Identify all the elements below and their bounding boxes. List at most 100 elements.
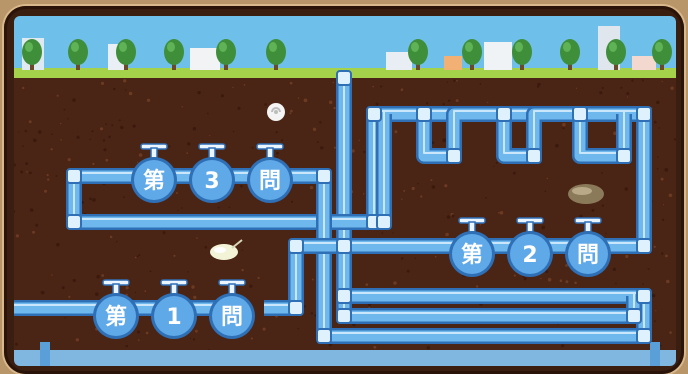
- valve-node[interactable]: 問: [247, 143, 293, 203]
- soil-speck: [373, 345, 377, 349]
- valve-node[interactable]: 2: [507, 217, 553, 277]
- pipe-joint: [526, 148, 542, 164]
- soil-speck: [89, 197, 92, 201]
- soil-speck: [351, 149, 355, 153]
- valve-node[interactable]: 第: [131, 143, 177, 203]
- valve-body[interactable]: [568, 234, 608, 274]
- soil-speck: [146, 98, 151, 103]
- valve-node[interactable]: 1: [151, 279, 197, 339]
- valve-node[interactable]: 第: [93, 279, 139, 339]
- soil-speck: [262, 327, 266, 331]
- soil-speck: [92, 162, 95, 166]
- soil-speck: [665, 254, 668, 258]
- soil-speck: [575, 87, 578, 89]
- soil-speck: [537, 82, 541, 86]
- soil-speck: [333, 106, 336, 110]
- soil-speck: [631, 79, 634, 82]
- soil-speck: [76, 135, 80, 139]
- soil-speck: [181, 207, 183, 209]
- soil-speck: [108, 135, 111, 139]
- soil-speck: [72, 98, 76, 102]
- soil-speck: [40, 290, 45, 295]
- soil-speck: [113, 87, 116, 91]
- valve-body[interactable]: [154, 296, 194, 336]
- soil-speck: [136, 161, 138, 163]
- valve-node[interactable]: 第: [449, 217, 495, 277]
- soil-speck: [400, 88, 404, 91]
- valve-label: 問: [577, 243, 599, 268]
- soil-speck: [29, 171, 32, 175]
- valve-node[interactable]: 3: [189, 143, 235, 203]
- soil-speck: [310, 312, 313, 315]
- soil-speck: [642, 283, 644, 285]
- soil-speck: [625, 254, 629, 259]
- valve-body[interactable]: [96, 296, 136, 336]
- pipe-joint: [336, 70, 352, 86]
- soil-speck: [190, 337, 192, 339]
- soil-speck: [562, 127, 565, 130]
- soil-speck: [14, 163, 16, 167]
- seed-icon: [210, 239, 243, 260]
- valve-body[interactable]: [510, 234, 550, 274]
- soil-speck: [209, 134, 211, 137]
- tree-row: [22, 39, 672, 70]
- soil-speck: [22, 86, 25, 90]
- soil-speck: [35, 223, 39, 227]
- soil-speck: [401, 198, 403, 200]
- soil-speck: [128, 91, 133, 96]
- soil-speck: [61, 286, 65, 290]
- soil-speck: [99, 127, 104, 131]
- soil-speck: [513, 274, 516, 277]
- soil-speck: [626, 92, 630, 95]
- soil-speck: [591, 209, 595, 212]
- valve-body[interactable]: [212, 296, 252, 336]
- soil-speck: [275, 131, 278, 134]
- soil-speck: [173, 254, 176, 257]
- pipe-joint: [446, 148, 462, 164]
- tree-icon: [462, 39, 482, 70]
- pipe-joint: [636, 328, 652, 344]
- valve-body[interactable]: [452, 234, 492, 274]
- soil-speck: [498, 212, 500, 214]
- soil-speck: [668, 193, 673, 198]
- valve-stem: [208, 147, 216, 159]
- valve-stem: [526, 221, 534, 233]
- soil-speck: [653, 245, 656, 248]
- soil-speck: [56, 243, 60, 247]
- soil-speck: [100, 81, 105, 85]
- mole-icon: [568, 184, 604, 204]
- soil-speck: [456, 79, 458, 82]
- pipe-joint: [636, 106, 652, 122]
- soil-speck: [624, 187, 628, 191]
- soil-speck: [303, 98, 308, 103]
- soil-speck: [60, 122, 62, 125]
- soil-speck: [669, 331, 672, 334]
- soil-speck: [145, 331, 149, 335]
- soil-speck: [192, 338, 196, 341]
- valve-body[interactable]: [192, 160, 232, 200]
- soil-speck: [658, 127, 660, 129]
- soil-speck: [20, 170, 24, 174]
- soil-speck: [55, 175, 58, 177]
- valve-body[interactable]: [250, 160, 290, 200]
- soil-speck: [228, 206, 231, 209]
- valve-body[interactable]: [134, 160, 174, 200]
- tree-icon: [652, 39, 672, 70]
- soil-speck: [15, 234, 19, 238]
- soil-speck: [574, 281, 577, 285]
- soil-speck: [372, 85, 375, 88]
- soil-speck: [565, 280, 569, 284]
- tree-icon: [606, 39, 626, 70]
- soil-speck: [411, 186, 415, 191]
- soil-speck: [237, 106, 241, 110]
- snail-shell-icon: [267, 103, 285, 121]
- valve-node[interactable]: 問: [565, 217, 611, 277]
- soil-speck: [123, 196, 125, 199]
- soil-speck: [132, 124, 136, 128]
- soil-speck: [414, 257, 417, 259]
- valve-node[interactable]: 問: [209, 279, 255, 339]
